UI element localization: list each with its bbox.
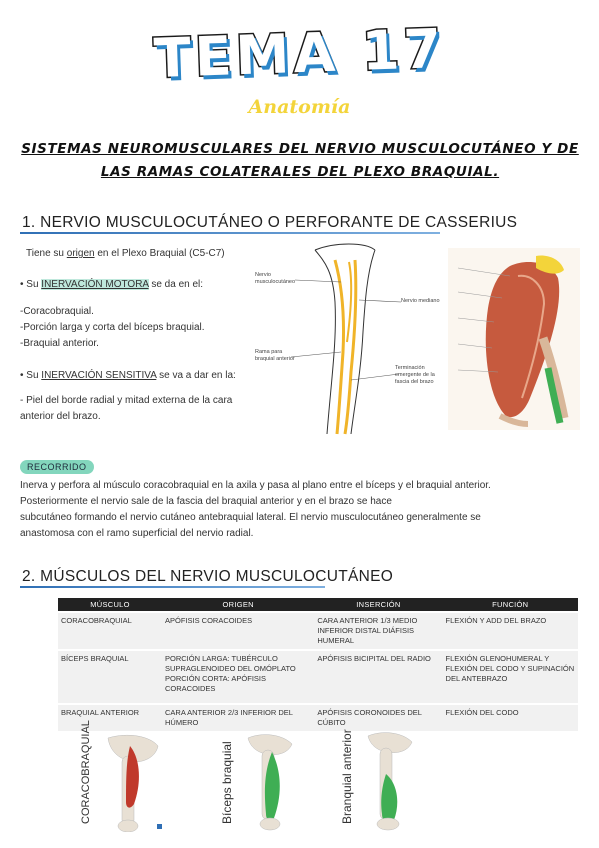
section-2-heading: 2. MÚSCULOS DEL NERVIO MUSCULOCUTÁNEO: [22, 568, 393, 586]
table-cell: APÓFISIS BICIPITAL DEL RADIO: [314, 649, 443, 704]
arm-outline-icon: [290, 243, 402, 435]
list-item: -Porción larga y corta del bíceps braqui…: [20, 322, 205, 333]
table-cell: FLEXIÓN GLENOHUMERAL Y FLEXIÓN DEL CODO …: [442, 649, 578, 704]
origin-suffix: en el Plexo Braquial (C5-C7): [94, 248, 225, 259]
column-header: ORIGEN: [162, 598, 315, 612]
sensory-term: INERVACIÓN SENSITIVA: [41, 370, 157, 381]
table-row: BRAQUIAL ANTERIOR CARA ANTERIOR 2/3 INFE…: [58, 703, 578, 731]
sensory-prefix: • Su: [20, 370, 42, 381]
table-cell: FLEXIÓN DEL CODO: [442, 703, 578, 731]
motor-term: INERVACIÓN MOTORA: [41, 279, 149, 290]
section-2-rule: [20, 586, 325, 588]
muscles-table: MÚSCULO ORIGEN INSERCIÓN FUNCIÓN CORACOB…: [58, 598, 578, 731]
recorrido-badge-label: RECORRIDO: [20, 460, 94, 474]
table-cell: BRAQUIAL ANTERIOR: [58, 703, 162, 731]
coracobraquial-muscle-icon: [107, 735, 159, 832]
motor-prefix: • Su: [20, 279, 42, 290]
motor-suffix: se da en el:: [148, 279, 204, 290]
section-1-number: 1.: [22, 214, 36, 231]
muscles-table-wrap: MÚSCULO ORIGEN INSERCIÓN FUNCIÓN CORACOB…: [58, 598, 578, 731]
recorrido-line: subcutáneo formando el nervio cutáneo an…: [20, 512, 481, 523]
recorrido-line: Posteriormente el nervio sale de la fasc…: [20, 496, 392, 507]
biceps-figure: Bíceps braquial: [218, 732, 298, 832]
braquial-anterior-muscle-icon: [367, 732, 413, 831]
page-title: TEMA 17: [151, 15, 447, 91]
diagram-label-nerve: Nervio musculocutáneo: [255, 272, 296, 285]
diagram-label-branch: Rama para braquial anterior: [255, 349, 295, 362]
nerve-diagram: Nervio musculocutáneo Nervio mediano Ram…: [255, 242, 445, 437]
figure-label: Branquial anterior: [340, 729, 354, 824]
table-cell: CARA ANTERIOR 2/3 INFERIOR DEL HÚMERO: [162, 703, 315, 731]
sensory-desc: - Piel del borde radial y mitad externa …: [20, 393, 270, 425]
table-cell: PORCIÓN LARGA: TUBÉRCULO SUPRAGLENOIDEO …: [162, 649, 315, 704]
biceps-muscle-icon: [247, 734, 293, 831]
table-cell: CARA ANTERIOR 1/3 MEDIO INFERIOR DISTAL …: [314, 611, 443, 650]
list-item: -Braquial anterior.: [20, 338, 99, 349]
page-marker: [157, 824, 162, 829]
recorrido-line: Inerva y perfora al músculo coracobraqui…: [20, 480, 491, 491]
origin-word: origen: [66, 248, 95, 259]
recorrido-text: Inerva y perfora al músculo coracobraqui…: [20, 478, 580, 542]
column-header: FUNCIÓN: [442, 598, 578, 612]
recorrido-line: anastomosa con el ramo superficial del n…: [20, 528, 254, 539]
sensory-suffix: se va a dar en la:: [156, 370, 236, 381]
figure-label: CORACOBRAQUIAL: [80, 720, 92, 824]
column-header: INSERCIÓN: [314, 598, 443, 612]
diagram-label-terminal: Terminación emergente de la fascia del b…: [395, 365, 435, 385]
origin-prefix: Tiene su: [26, 248, 67, 259]
main-heading: SISTEMAS NEUROMUSCULARES DEL NERVIO MUSC…: [21, 141, 579, 180]
coracobraquial-figure: CORACOBRAQUIAL: [78, 720, 168, 832]
section-2-number: 2.: [22, 568, 36, 585]
sensory-desc-line: anterior del brazo.: [20, 411, 101, 422]
braquial-anterior-figure: Branquial anterior: [338, 728, 418, 832]
table-row: BÍCEPS BRAQUIAL PORCIÓN LARGA: TUBÉRCULO…: [58, 649, 578, 704]
sensory-desc-line: - Piel del borde radial y mitad externa …: [20, 395, 233, 406]
table-row: CORACOBRAQUIAL APÓFISIS CORACOIDES CARA …: [58, 611, 578, 650]
column-header: MÚSCULO: [58, 598, 162, 612]
recorrido-badge: RECORRIDO: [20, 455, 94, 474]
table-header-row: MÚSCULO ORIGEN INSERCIÓN FUNCIÓN: [58, 598, 578, 612]
figure-label: Bíceps braquial: [220, 741, 234, 824]
motor-line: • Su INERVACIÓN MOTORA se da en el:: [20, 277, 270, 293]
list-item: -Coracobraquial.: [20, 306, 94, 317]
section-1-title: NERVIO MUSCULOCUTÁNEO O PERFORANTE DE CA…: [40, 214, 518, 231]
section-2-title: MÚSCULOS DEL NERVIO MUSCULOCUTÁNEO: [40, 568, 394, 585]
table-cell: APÓFISIS CORACOIDES: [162, 611, 315, 650]
motor-list: -Coracobraquial. -Porción larga y corta …: [20, 304, 270, 352]
diagram-label-median: Nervio mediano: [401, 298, 440, 304]
arm-muscles-icon: [457, 255, 569, 427]
arm-anatomy-image: [448, 248, 580, 430]
page-subtitle: Anatomía: [248, 96, 351, 118]
table-cell: FLEXIÓN Y ADD DEL BRAZO: [442, 611, 578, 650]
table-cell: BÍCEPS BRAQUIAL: [58, 649, 162, 704]
origin-line: Tiene su origen en el Plexo Braquial (C5…: [26, 246, 266, 262]
table-cell: CORACOBRAQUIAL: [58, 611, 162, 650]
section-1-rule: [20, 232, 440, 234]
table-cell: APÓFISIS CORONOIDES DEL CÚBITO: [314, 703, 443, 731]
section-1-heading: 1. NERVIO MUSCULOCUTÁNEO O PERFORANTE DE…: [22, 214, 517, 232]
sensory-line: • Su INERVACIÓN SENSITIVA se va a dar en…: [20, 368, 270, 384]
